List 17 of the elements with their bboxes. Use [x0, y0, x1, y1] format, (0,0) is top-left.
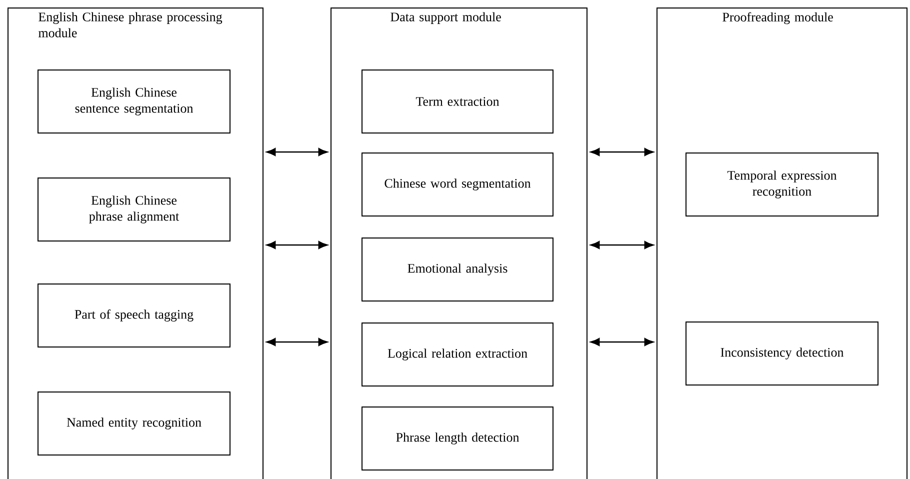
double-arrow — [590, 148, 654, 156]
process-box: Emotional analysis — [362, 238, 554, 302]
process-box: Part of speech tagging — [38, 284, 230, 348]
process-box: Logical relation extraction — [362, 322, 554, 386]
double-arrow — [590, 338, 654, 346]
double-arrow — [266, 338, 328, 346]
process-box: Named entity recognition — [38, 392, 230, 456]
process-box: Term extraction — [362, 70, 554, 134]
process-box: English Chinese phrase alignment — [38, 178, 230, 242]
process-box: Chinese word segmentation — [362, 152, 554, 216]
double-arrow — [266, 241, 328, 249]
process-box: Temporal expression recognition — [686, 152, 878, 216]
double-arrow — [590, 241, 654, 249]
process-box: Inconsistency detection — [686, 322, 878, 386]
process-box: Phrase length detection — [362, 406, 554, 470]
process-box: English Chinese sentence segmentation — [38, 70, 230, 134]
double-arrow — [266, 148, 328, 156]
